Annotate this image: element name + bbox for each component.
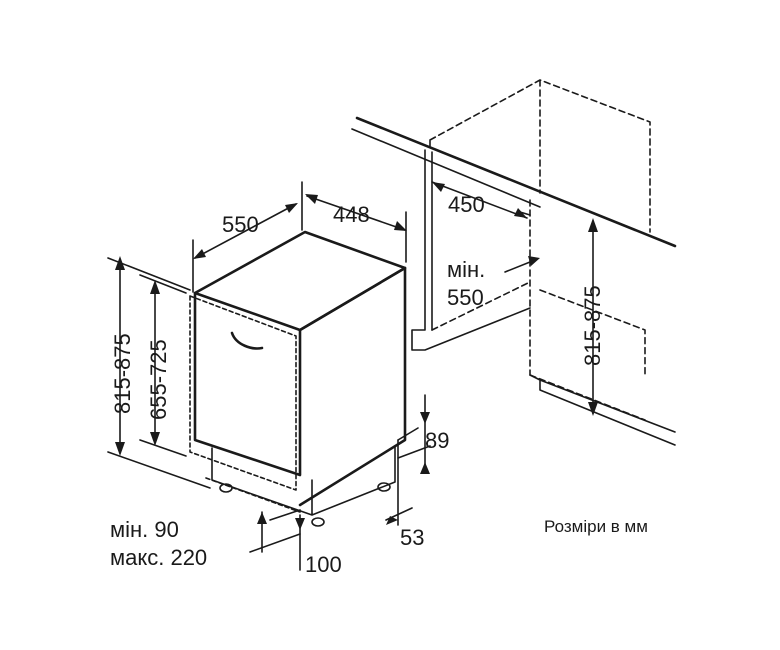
dishwasher-top — [193, 230, 407, 332]
arrow-depth — [528, 256, 540, 266]
arrow-pr-up — [257, 512, 267, 524]
arrow-w-right — [394, 221, 407, 231]
arrow-down — [588, 402, 598, 416]
arrow-w-left — [305, 194, 318, 204]
arrow-left — [432, 182, 445, 192]
arrow-d-left — [193, 249, 206, 259]
dishwasher-side — [298, 266, 407, 507]
foot-back-right — [377, 482, 391, 492]
depth-label: 550 — [222, 212, 259, 237]
units-note: Розміри в мм — [544, 517, 648, 536]
width-dim-line — [306, 195, 406, 231]
arrow-d-right — [285, 203, 298, 213]
plinth — [211, 445, 396, 516]
niche-width-label: 450 — [448, 192, 485, 217]
niche-height-label: 815-875 — [580, 285, 605, 366]
arrow-right — [514, 208, 527, 218]
plinth-min-label: мін. 90 — [110, 517, 179, 542]
arrow-dh-down — [150, 432, 160, 446]
height-extension — [107, 257, 211, 489]
niche-dashed-edges — [431, 199, 646, 421]
plinth-height-extension — [397, 427, 431, 459]
depth-dim-line — [194, 203, 297, 259]
arrow-89-up — [420, 462, 430, 474]
width-extension — [301, 181, 407, 263]
setback-lines — [385, 439, 413, 526]
arrow-53 — [386, 516, 398, 525]
cabinet-niche — [351, 79, 677, 446]
arrow-89-down — [420, 412, 430, 424]
door-handle — [230, 331, 264, 350]
countertop-line — [355, 116, 677, 248]
width-label: 448 — [333, 202, 370, 227]
door-height-label: 655-725 — [146, 339, 171, 420]
plinth-setback-label: 53 — [400, 525, 424, 550]
niche-left-wall — [411, 149, 531, 351]
arrow-dh-up — [150, 280, 160, 294]
plinth-height-label: 89 — [425, 428, 449, 453]
countertop-line-lower — [351, 128, 541, 208]
wall-cabinet-outline — [429, 79, 651, 233]
plinth-max-label: макс. 220 — [110, 545, 207, 570]
arrow-up — [588, 218, 598, 232]
dishwasher — [107, 181, 431, 571]
niche-depth-label: 550 — [447, 285, 484, 310]
arrow-h-down — [115, 442, 125, 456]
door-height-extension — [139, 274, 187, 457]
foot-front-right — [311, 517, 325, 527]
door-outline — [189, 295, 297, 491]
foot-front-left — [219, 483, 233, 493]
foot-label: 100 — [305, 552, 342, 577]
niche-depth-prefix: мін. — [447, 257, 485, 282]
height-label: 815-875 — [110, 333, 135, 414]
plinth-range-extension — [249, 509, 301, 553]
arrow-100 — [295, 518, 305, 530]
niche-width-dim-line — [431, 181, 528, 219]
dishwasher-front — [193, 291, 302, 477]
plinth-dashed — [205, 477, 301, 513]
